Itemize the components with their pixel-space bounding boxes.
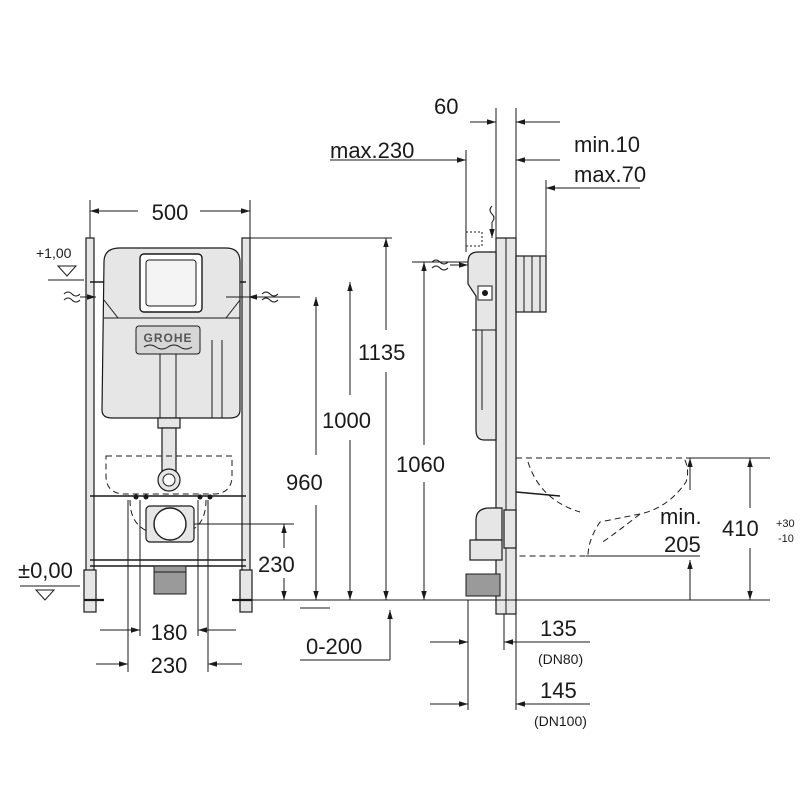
dim-145-label: 145 [540, 678, 577, 703]
level-marks: +1,00 ±0,00 [18, 245, 84, 601]
dim-960-label: 960 [286, 470, 323, 495]
dim-dn100-label: (DN100) [534, 713, 587, 729]
grohe-logo-plate [135, 325, 201, 355]
pan-outline [105, 455, 233, 495]
dim-500-label: 500 [152, 200, 189, 225]
bottom-dims: 180 230 0-200 [96, 607, 393, 678]
dim-min10-label: min.10 [574, 132, 640, 157]
side-drain-outlet [465, 573, 501, 597]
tolerance-plus-label: +30 [776, 518, 795, 530]
dim-min-label: min. [660, 504, 702, 529]
dim-230-width-label: 230 [151, 653, 188, 678]
dim-500: 500 [89, 200, 251, 238]
side-pan-outline [516, 457, 689, 557]
level-plus-label: +1,00 [36, 245, 72, 261]
side-water-inlet-icon [431, 259, 449, 271]
dim-max230-label: max.230 [330, 138, 414, 163]
dim-max70-label: max.70 [574, 162, 646, 187]
dim-135-label: 135 [540, 616, 577, 641]
left-upright [85, 237, 95, 611]
dim-1135-label: 1135 [358, 340, 405, 365]
side-height-dims: min. 205 410 +30 -10 [586, 457, 795, 600]
dim-230-height-label: 230 [258, 552, 295, 577]
level-triangle-icon [56, 265, 78, 277]
dim-410-label: 410 [722, 516, 759, 541]
dim-205-label: 205 [664, 532, 701, 557]
grohe-logo: GROHE [143, 331, 192, 345]
water-inlet-left-icon [63, 291, 81, 303]
side-drain-bend [475, 507, 503, 541]
drain-outlet [153, 565, 187, 595]
dim-180-label: 180 [151, 620, 188, 645]
side-flush-plate [515, 255, 547, 313]
left-foot [83, 569, 97, 613]
side-top-dims: 60 max.230 min.10 max.70 [330, 94, 646, 256]
level-zero-triangle-icon [34, 589, 56, 601]
dim-60-label: 60 [434, 94, 458, 119]
flush-pipe [161, 427, 177, 475]
front-view: GROHE [63, 237, 300, 636]
right-foot [239, 569, 253, 613]
water-inlet-right-icon [261, 291, 279, 303]
right-upright [241, 237, 251, 611]
height-dims: 960 1000 1135 1060 230 [194, 237, 470, 601]
dim-1000-label: 1000 [322, 408, 371, 433]
dim-0-200-label: 0-200 [306, 634, 362, 659]
tolerance-minus-label: -10 [778, 533, 794, 545]
side-bottom-dims: 135 (DN80) 145 (DN100) [430, 600, 590, 729]
dim-1060-label: 1060 [396, 452, 445, 477]
level-zero-label: ±0,00 [18, 558, 73, 583]
side-view [420, 205, 770, 615]
side-vent-icon [489, 205, 495, 223]
dim-dn80-label: (DN80) [538, 651, 583, 667]
